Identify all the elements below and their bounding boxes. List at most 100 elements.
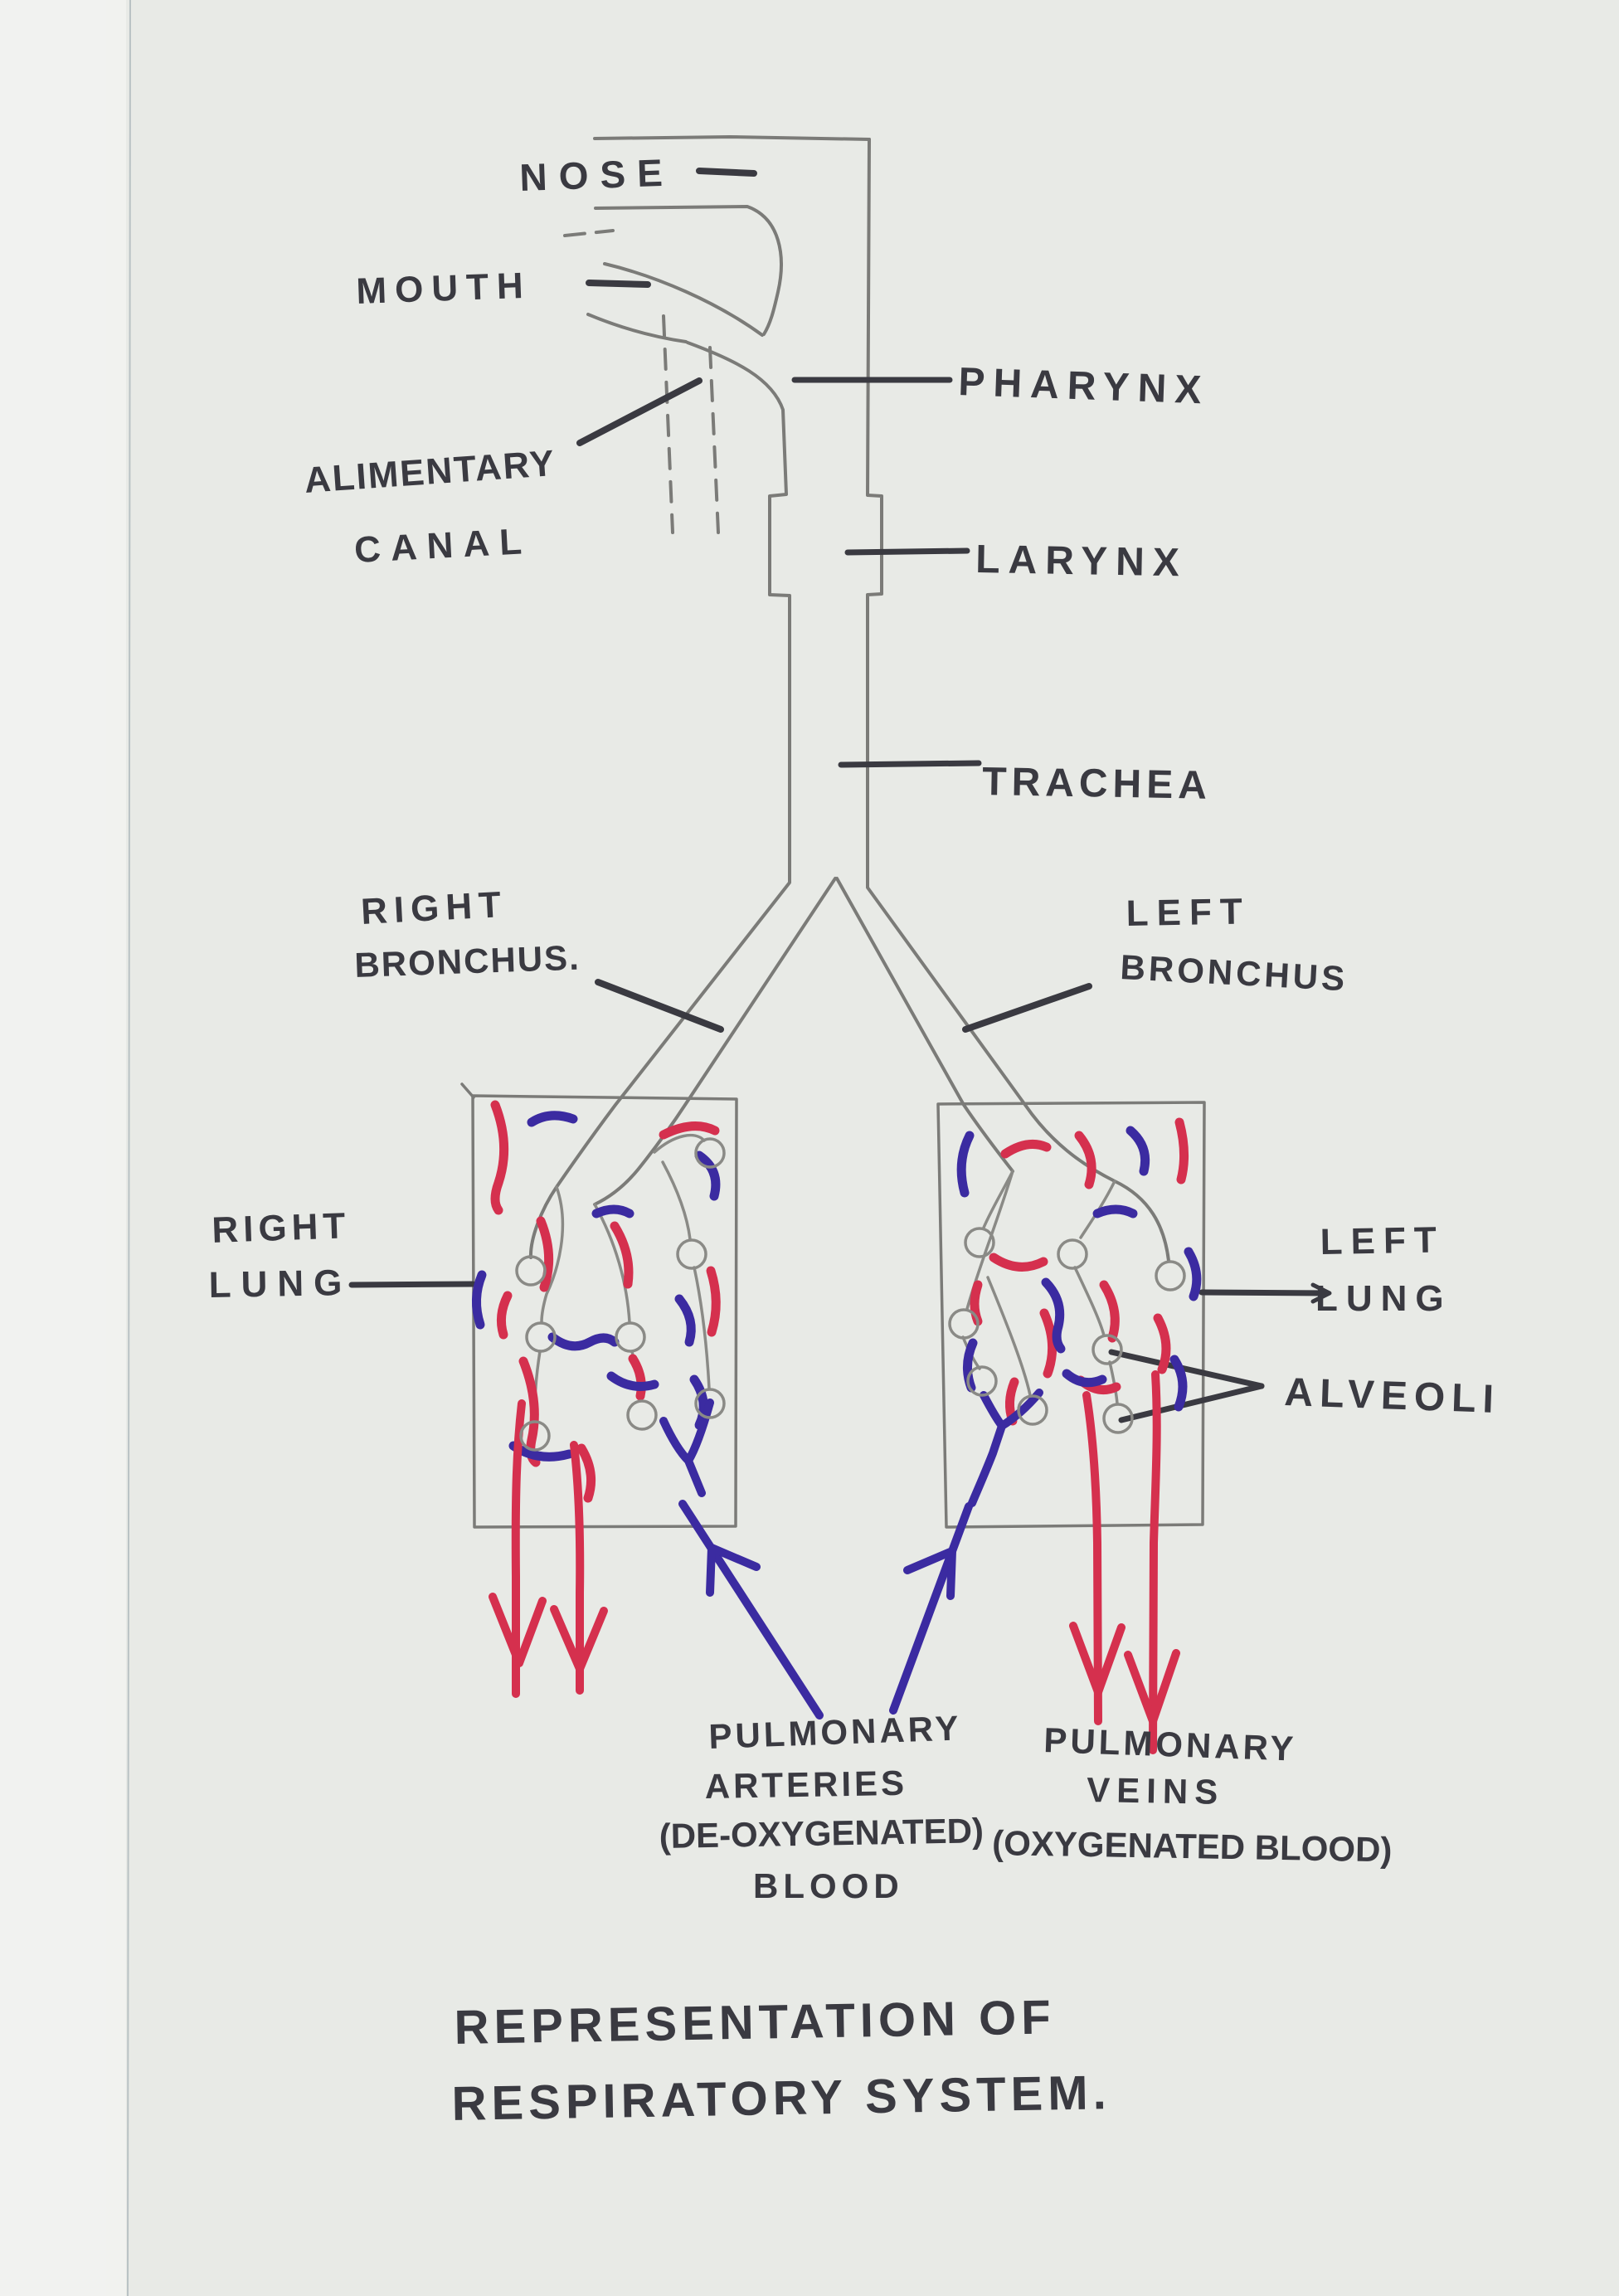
right-lung-box [471,1094,738,1529]
capillary-blue [472,1270,487,1330]
capillary-blue [527,1111,578,1127]
alimentary-canal-dashed-line-2 [708,346,720,534]
label-pulmonary-veins-line2: VEINS [1087,1770,1225,1812]
diagram-title-line2: RESPIRATORY SYSTEM. [451,2065,1111,2131]
label-pulmonary-arteries-line2: ARTERIES [704,1763,907,1806]
capillary-red [1000,1139,1052,1159]
label-pulmonary-veins-line1: PULMONARY [1043,1720,1298,1768]
capillary-red [659,1121,720,1140]
right-lung-bronchiole [653,1133,706,1154]
label-left-lung-line1: LEFT [1320,1219,1445,1262]
alveoli-pointer-line-2 [1118,1383,1265,1423]
capillary-red [490,1100,509,1215]
diagram-labels: NOSE MOUTH ALIMENTARY CANAL PHARYNX LARY… [208,151,1500,2131]
alveolus-circle [1102,1403,1134,1434]
pulmonary-artery-arrow-right-lung [678,1500,824,1720]
alveolus-circle [1155,1260,1186,1292]
capillary-blue [606,1371,659,1391]
label-trachea: TRACHEA [982,760,1213,808]
label-pulmonary-arteries-line3: (DE-OXYGENATED) [659,1811,984,1856]
trachea-pointer-line [838,760,982,768]
pulmonary-vein-arrowhead [1124,1649,1180,1725]
alveolus-circle [966,1365,998,1397]
left-lung-bronchiole [986,1276,1032,1397]
pulmonary-vein-right-lung-2 [570,1441,585,1695]
alimentary-pointer-line [576,377,703,446]
label-alimentary-canal-line2: CANAL [353,521,532,571]
capillary-red [989,1253,1048,1272]
label-right-bronchus-line1: RIGHT [360,884,508,932]
pulmonary-artery-arrowhead [706,1544,761,1597]
diagram-title-line1: REPRESENTATION OF [454,1990,1056,2055]
capillary-red [706,1266,721,1337]
larynx-pointer-line [844,547,970,556]
capillary-red [536,1216,554,1292]
alveoli-pointer-line-1 [1108,1349,1265,1389]
nose-label-dash [696,168,757,177]
alveolus-circle [525,1321,557,1353]
label-left-bronchus-line1: LEFT [1126,891,1251,934]
pulmonary-artery-arrowhead [903,1547,956,1600]
nasal-passage-top-line [593,135,871,141]
alveolus-circle [519,1420,551,1452]
label-nose: NOSE [519,151,675,199]
capillary-red [610,1221,634,1289]
pulmonary-vein-arrowhead [489,1593,547,1667]
nasal-passage-bottom-line [594,205,783,336]
capillary-red [1099,1280,1120,1343]
alveolus-circle [515,1255,547,1287]
capillary-red [1153,1313,1171,1374]
pulmonary-vein-arrowhead [550,1605,608,1673]
label-pulmonary-arteries-line1: PULMONARY [708,1708,963,1756]
pulmonary-artery-branch-right-lung [659,1399,714,1497]
left-lung-pointer-line [1198,1289,1330,1296]
capillary-blue [694,1150,721,1201]
left-lung-pointer-arrowhead [1310,1282,1332,1304]
capillary-blue [956,1131,975,1198]
capillary-red [1174,1117,1189,1184]
drawing-strokes [127,0,1332,2296]
right-lung-box-corner-tick [460,1082,475,1099]
paper-crease-line [127,0,131,2296]
capillary-blue [547,1332,620,1351]
mouth-top-line [603,262,764,337]
alveolus-circle [694,1388,726,1419]
alveolus-circle [694,1137,726,1169]
label-left-bronchus-line2: BRONCHUS [1120,947,1349,998]
mouth-label-dash [586,280,651,288]
airway-back-wall-larynx-right [866,138,1170,1262]
label-pharynx: PHARYNX [958,360,1211,413]
label-left-lung-line2: LUNG [1315,1278,1452,1319]
label-alveoli: ALVEOLI [1284,1370,1501,1422]
label-pulmonary-veins-line3: (OXYGENATED BLOOD) [992,1823,1393,1869]
bronchi-inner-wall-right [835,877,1014,1173]
alveolus-circle [676,1238,707,1270]
alveolus-circle [1091,1334,1123,1365]
capillary-blue [674,1294,696,1347]
label-right-lung-line1: RIGHT [211,1205,351,1251]
right-lung-bronchiole [593,1203,631,1324]
bronchi-inner-wall-left [593,877,837,1206]
capillary-red [496,1291,513,1340]
pulmonary-vein-left-lung-2 [1149,1370,1161,1754]
label-right-bronchus-line2: BRONCHUS. [354,938,581,985]
mouth-upper-dashes [563,229,615,237]
capillary-blue [1169,1355,1188,1412]
pulmonary-artery-arrow-left-lung [889,1502,973,1715]
capillary-blue [591,1204,634,1219]
pulmonary-artery-branch-left-lung [968,1389,1043,1507]
alveolus-circle [626,1399,658,1431]
pulmonary-vein-arrowhead [1069,1622,1126,1696]
alimentary-canal-dashed-line-1 [662,314,674,534]
mouth-bottom-line [586,313,688,343]
throat-front-wall [528,341,791,1259]
alveolus-circle [964,1227,995,1258]
label-pulmonary-arteries-line4: BLOOD [753,1866,904,1905]
left-lung-box [936,1101,1206,1529]
pulmonary-vein-left-lung-1 [1082,1391,1102,1725]
label-alimentary-canal-line1: ALIMENTARY [303,443,557,501]
capillary-blue [1092,1204,1138,1219]
right-lung-bronchiole [540,1185,565,1324]
